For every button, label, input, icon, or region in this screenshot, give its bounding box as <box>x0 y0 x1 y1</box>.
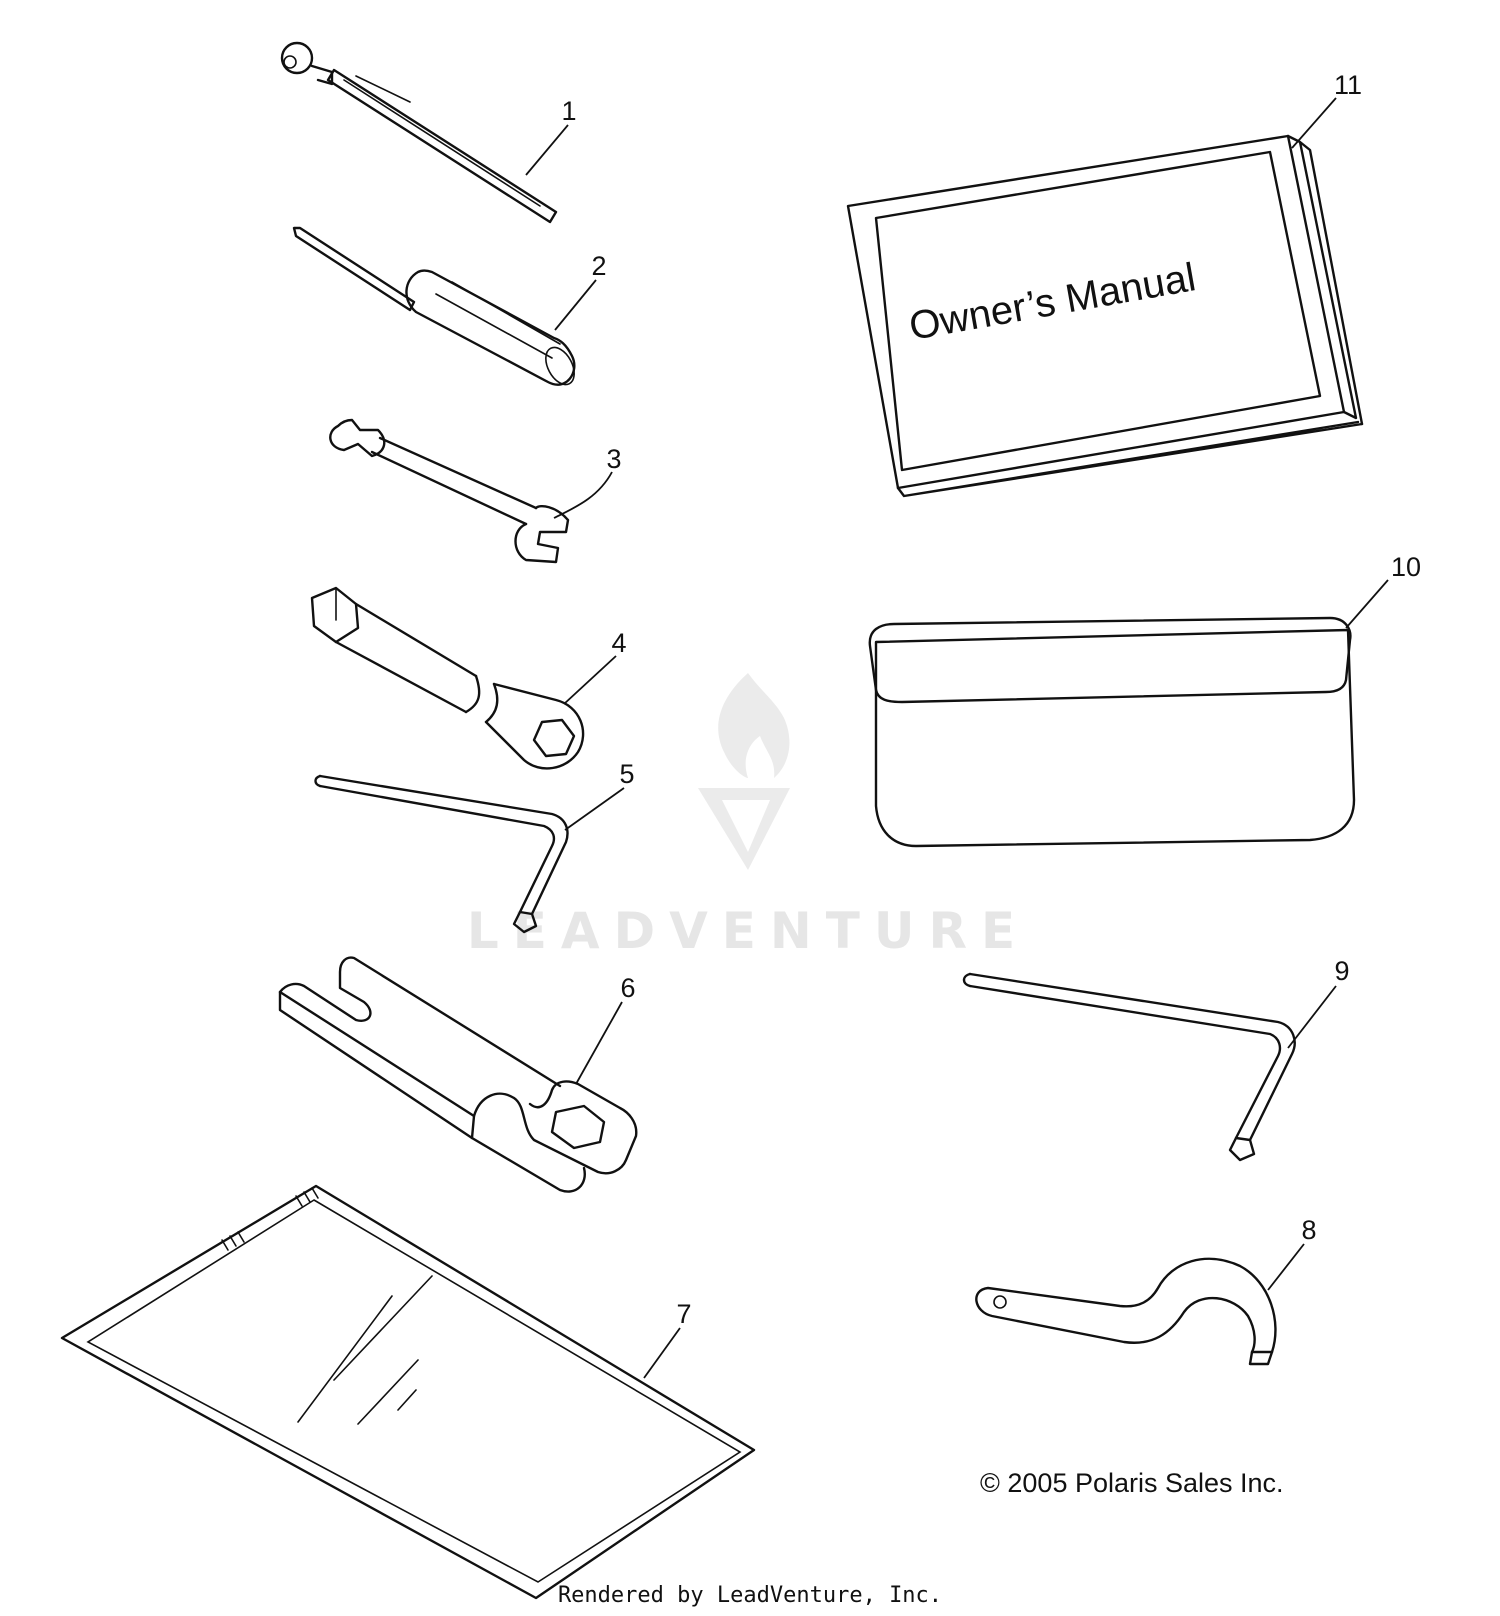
callout-4: 4 <box>611 628 626 658</box>
hex-key-5-long-arm <box>318 774 569 916</box>
handle-end <box>545 346 575 386</box>
leader-9 <box>1287 985 1337 1049</box>
watermark-text: LEADVENTURE <box>467 902 1029 960</box>
holder-clip <box>472 1080 638 1175</box>
part-4-socket-wrench <box>310 586 585 770</box>
callout-10: 10 <box>1391 552 1421 582</box>
callout-6: 6 <box>620 973 635 1003</box>
leader-3 <box>553 471 613 519</box>
part-3-wrench <box>329 418 570 564</box>
part-9-hex-key <box>962 972 1296 1162</box>
socket-collar <box>464 674 499 724</box>
bag-glare-3 <box>357 1359 419 1425</box>
bag-outline <box>60 1184 756 1600</box>
hex-key-5-end <box>314 774 322 788</box>
leader-5 <box>564 787 625 831</box>
bag-glare-4 <box>397 1389 417 1411</box>
gauge-neck <box>310 64 334 86</box>
hex-key-5-tip <box>512 910 538 934</box>
bag-glare-2 <box>333 1275 433 1381</box>
rendered-by-footer: Rendered by LeadVenture, Inc. <box>558 1583 942 1608</box>
manual-spine-pages <box>1286 134 1364 426</box>
holder-hex-opening <box>550 1104 606 1150</box>
leader-7 <box>643 1327 681 1379</box>
v-mark-icon <box>698 788 790 870</box>
part-11-owners-manual: Owner’s Manual <box>846 134 1364 498</box>
pouch-body <box>874 628 1356 848</box>
callout-3: 3 <box>606 444 621 474</box>
leader-6 <box>575 1001 623 1085</box>
wrench-top-head <box>329 418 386 458</box>
gauge-head <box>280 41 314 75</box>
callout-9: 9 <box>1334 956 1349 986</box>
wrench-handle <box>370 436 538 526</box>
callout-2: 2 <box>591 251 606 281</box>
spanner-body <box>975 1257 1277 1354</box>
leader-lines <box>525 97 1389 1379</box>
socket-head <box>484 682 585 770</box>
handle-ridge-2 <box>451 281 561 345</box>
callout-1: 1 <box>561 96 576 126</box>
gauge-scale-line <box>343 79 541 207</box>
leader-1 <box>525 124 569 176</box>
holder-top-rail <box>278 956 562 1088</box>
part-2-screwdriver <box>292 226 576 386</box>
manual-bottom-pages <box>896 420 1364 498</box>
hex-key-9-long-arm <box>968 972 1296 1142</box>
callout-7: 7 <box>676 1299 691 1329</box>
callout-numbers: 1 2 3 4 5 6 7 8 9 10 11 <box>561 70 1421 1329</box>
callout-8: 8 <box>1301 1215 1316 1245</box>
part-8-spanner-wrench <box>975 1257 1277 1366</box>
flame-icon <box>718 673 790 778</box>
part-7-plastic-bag <box>60 1184 756 1600</box>
bag-inner-seal <box>86 1199 742 1583</box>
screwdriver-handle <box>405 269 576 386</box>
spanner-hole <box>993 1295 1007 1309</box>
pouch-flap <box>868 616 1352 704</box>
callout-11: 11 <box>1334 70 1362 100</box>
part-10-tool-pouch <box>868 616 1356 848</box>
gauge-head-inner <box>283 55 297 69</box>
bag-glare-1 <box>297 1295 393 1423</box>
hex-key-9-tip <box>1228 1136 1256 1162</box>
leader-11 <box>1291 97 1337 149</box>
manual-cover-title: Owner’s Manual <box>906 255 1199 349</box>
gauge-clip <box>355 75 411 103</box>
wrench-bottom-head <box>514 505 570 564</box>
holder-bottom-loop <box>470 1136 586 1193</box>
leader-8 <box>1267 1243 1305 1291</box>
part-6-tool-holder <box>278 956 638 1193</box>
socket-hex-end <box>310 586 360 644</box>
leader-2 <box>554 279 597 331</box>
part-1-pressure-gauge <box>280 41 558 224</box>
manual-cover-panel <box>874 150 1322 472</box>
copyright-text: © 2005 Polaris Sales Inc. <box>980 1468 1284 1498</box>
screwdriver-shaft <box>292 226 416 312</box>
spanner-hook-tip <box>1248 1350 1274 1366</box>
handle-ridge-1 <box>435 293 553 359</box>
socket-tube <box>334 602 478 714</box>
leader-4 <box>563 655 617 705</box>
callout-5: 5 <box>619 759 634 789</box>
leader-10 <box>1345 579 1389 629</box>
bag-corner-mark-2 <box>295 1187 319 1207</box>
socket-hex-opening <box>532 718 576 758</box>
bag-corner-mark-1 <box>221 1231 245 1251</box>
leadventure-watermark: LEADVENTURE <box>467 673 1029 960</box>
hex-key-9-end <box>962 972 972 988</box>
gauge-body <box>326 68 558 224</box>
part-5-hex-key <box>314 774 569 934</box>
